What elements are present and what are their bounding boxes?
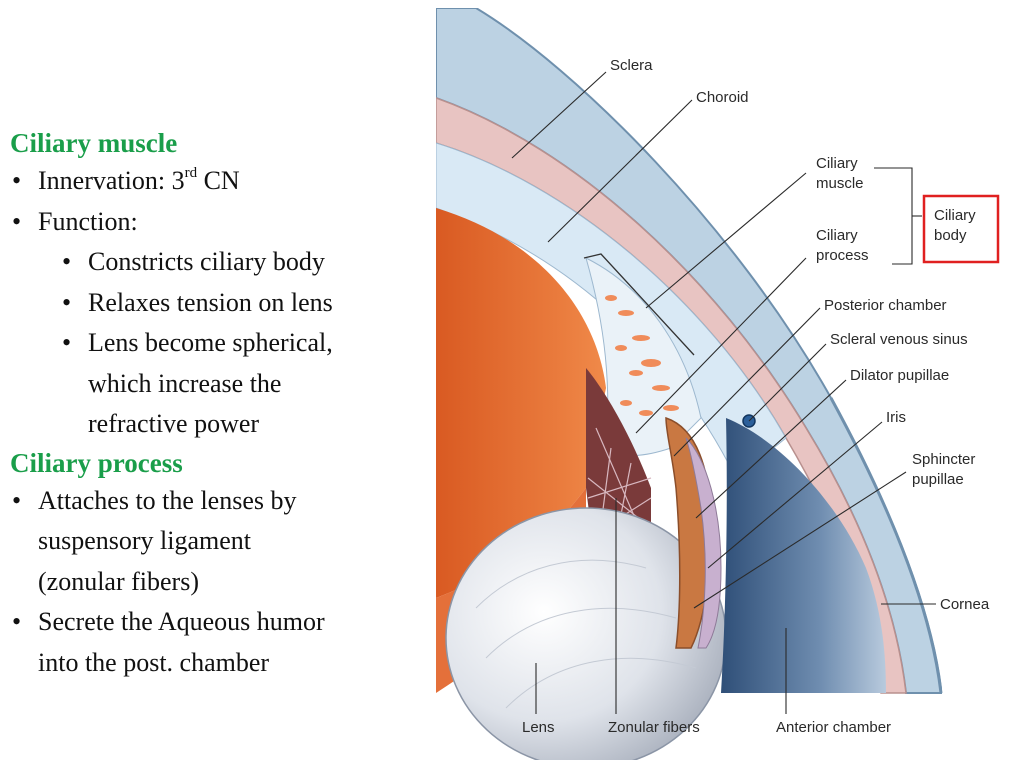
label-anterior-chamber: Anterior chamber — [776, 719, 891, 736]
label-ciliary-muscle-1: Ciliary — [816, 155, 858, 172]
ciliary-muscle-fibers — [605, 295, 679, 416]
function-subitem-constricts: Constricts ciliary body — [10, 242, 425, 283]
eye-anatomy-figure: Sclera Choroid Ciliary muscle Ciliary pr… — [436, 8, 1024, 760]
leader-choroid — [547, 99, 693, 243]
function-subitem-spherical: Lens become spherical, — [10, 323, 425, 364]
process-item-attaches-cont-2: (zonular fibers) — [38, 566, 199, 596]
leader-lines — [511, 71, 936, 714]
label-scleral-venous-sinus: Scleral venous sinus — [830, 331, 968, 348]
function-subitem-spherical-cont-2: refractive power — [88, 409, 260, 438]
process-item-secrete-cont: into the post. chamber — [38, 647, 270, 677]
lens-striations — [475, 559, 697, 709]
function-item: Function: — [10, 202, 425, 243]
vitreous-body — [436, 208, 606, 598]
innervation-item: Innervation: 3rd CN — [10, 161, 425, 202]
label-iris: Iris — [886, 409, 906, 426]
process-item-attaches: Attaches to the lenses by — [10, 481, 425, 522]
label-posterior-chamber: Posterior chamber — [824, 297, 947, 314]
text-panel: Ciliary muscle Innervation: 3rd CN Funct… — [10, 125, 425, 683]
leader-sclera — [511, 71, 607, 159]
leader-sphincter — [693, 471, 907, 609]
eye-illustration: Sclera Choroid Ciliary muscle Ciliary pr… — [436, 8, 1000, 760]
label-ciliary-process-2: process — [816, 247, 869, 264]
label-ciliary-body-1: Ciliary — [934, 207, 976, 224]
function-subitem-spherical-cont-1: which increase the — [88, 368, 282, 398]
label-ciliary-process-1: Ciliary — [816, 227, 858, 244]
label-sclera: Sclera — [610, 57, 653, 74]
label-zonular-fibers: Zonular fibers — [608, 719, 700, 736]
label-choroid: Choroid — [696, 89, 749, 106]
leader-dilator — [695, 379, 847, 519]
iris-pigment — [685, 437, 722, 649]
process-item-secrete: Secrete the Aqueous humor — [10, 602, 425, 643]
ciliary-muscle-heading: Ciliary muscle — [10, 128, 178, 158]
label-sphincter-pupillae-1: Sphincter — [912, 451, 975, 468]
anterior-chamber — [721, 418, 886, 693]
label-cornea: Cornea — [940, 596, 990, 613]
ciliary-muscle-bracket — [583, 253, 695, 356]
process-item-attaches-cont-1: suspensory ligament — [38, 526, 252, 555]
label-ciliary-body-2: body — [934, 227, 967, 244]
ciliary-body-bracket — [874, 167, 913, 265]
ciliary-body-highlight-box — [922, 194, 1000, 264]
ciliary-process-heading: Ciliary process — [10, 447, 183, 478]
function-subitem-relaxes: Relaxes tension on lens — [10, 283, 425, 324]
label-ciliary-muscle-2: muscle — [816, 175, 864, 192]
cornea-edge — [829, 397, 943, 694]
leader-ciliary-process — [635, 257, 807, 434]
leader-ciliary-muscle — [645, 172, 807, 309]
label-sphincter-pupillae-2: pupillae — [912, 471, 964, 488]
leader-posterior-chamber — [673, 307, 821, 457]
leader-scleral-sinus — [748, 343, 827, 422]
leader-iris — [707, 421, 883, 569]
label-lens: Lens — [522, 719, 555, 736]
label-dilator-pupillae: Dilator pupillae — [850, 367, 949, 384]
